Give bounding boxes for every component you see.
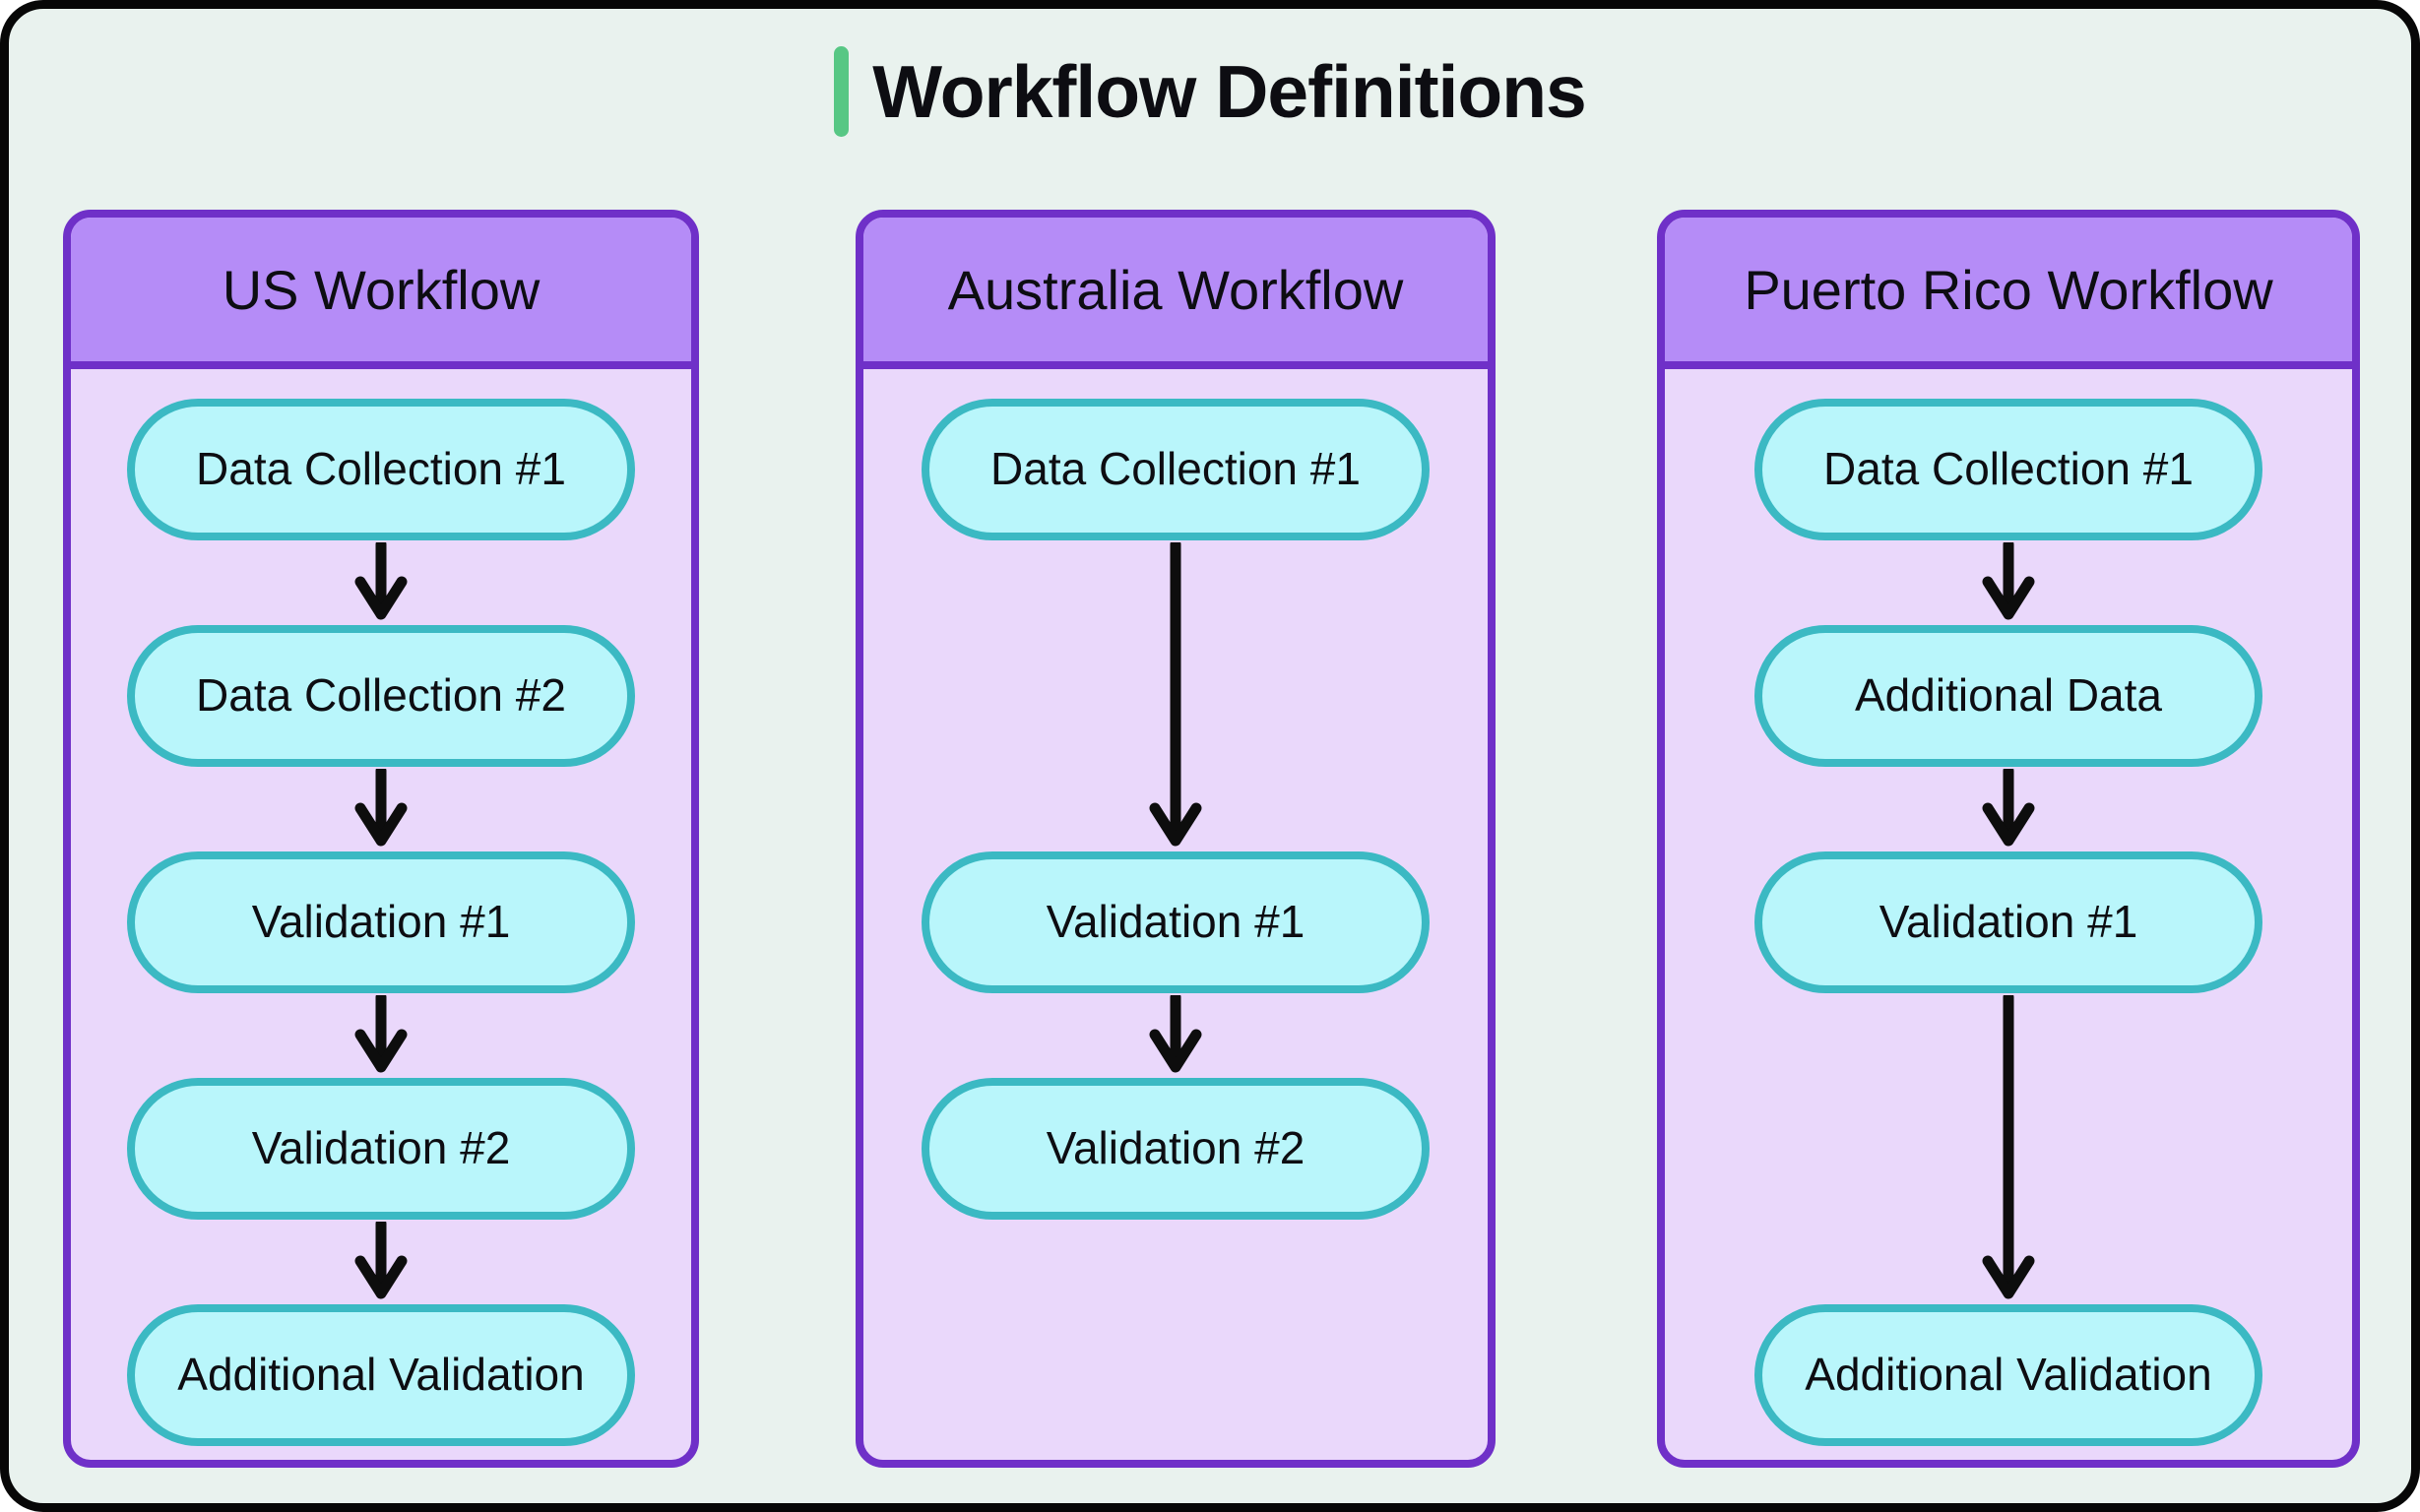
workflow-node-data-collection-1: Data Collection #1 (1754, 399, 2262, 540)
arrow-down-icon (354, 995, 408, 1073)
node-label: Additional Data (1855, 669, 2162, 722)
node-label: Validation #1 (1046, 896, 1306, 948)
workflow-node-validation-1: Validation #1 (127, 851, 635, 993)
column-body: Data Collection #1 Validation #1 Validatio… (863, 369, 1488, 1460)
workflow-node-data-collection-2: Data Collection #2 (127, 625, 635, 767)
column-header: US Workflow (71, 218, 691, 369)
workflow-node-validation-1: Validation #1 (1754, 851, 2262, 993)
column-header: Puerto Rico Workflow (1665, 218, 2352, 369)
workflow-node-validation-2: Validation #2 (127, 1078, 635, 1220)
arrow-down-icon (354, 1222, 408, 1299)
workflow-node-additional-data: Additional Data (1754, 625, 2262, 767)
node-label: Data Collection #1 (990, 443, 1361, 495)
workflow-node-data-collection-1: Data Collection #1 (922, 399, 1430, 540)
title-accent-bar (834, 46, 850, 137)
arrow-down-icon (1982, 542, 2035, 620)
node-label: Data Collection #2 (196, 669, 566, 722)
workflow-node-additional-validation: Additional Validation (1754, 1304, 2262, 1446)
node-label: Validation #2 (251, 1122, 511, 1174)
column-body: Data Collection #1 Data Collection #2 Vali… (71, 369, 691, 1460)
title-row: Workflow Definitions (9, 46, 2411, 137)
node-label: Validation #1 (1879, 896, 2138, 948)
workflow-node-validation-1: Validation #1 (922, 851, 1430, 993)
node-label: Additional Validation (177, 1349, 585, 1401)
column-title: US Workflow (222, 258, 541, 321)
node-label: Data Collection #1 (1823, 443, 2194, 495)
arrow-down-icon (1149, 542, 1202, 847)
arrow-down-icon (1982, 769, 2035, 847)
column-title: Puerto Rico Workflow (1744, 258, 2273, 321)
workflow-node-data-collection-1: Data Collection #1 (127, 399, 635, 540)
arrow-down-icon (1982, 995, 2035, 1299)
workflow-node-additional-validation: Additional Validation (127, 1304, 635, 1446)
workflow-node-validation-2: Validation #2 (922, 1078, 1430, 1220)
column-header: Australia Workflow (863, 218, 1488, 369)
node-label: Validation #1 (251, 896, 511, 948)
node-label: Additional Validation (1805, 1349, 2212, 1401)
arrow-down-icon (354, 542, 408, 620)
arrow-down-icon (354, 769, 408, 847)
node-label: Validation #2 (1046, 1122, 1306, 1174)
page-title: Workflow Definitions (872, 50, 1586, 133)
arrow-down-icon (1149, 995, 1202, 1073)
column-title: Australia Workflow (947, 258, 1404, 321)
node-label: Data Collection #1 (196, 443, 566, 495)
